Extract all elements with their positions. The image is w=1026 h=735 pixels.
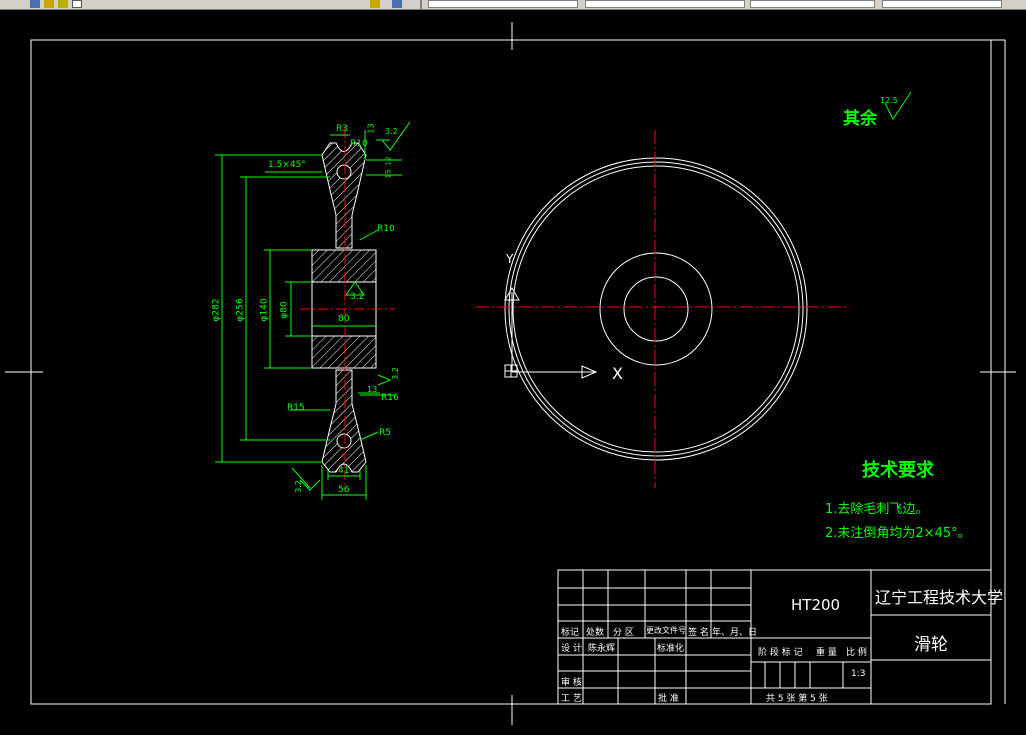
- dim-15: 15: [384, 169, 393, 179]
- process-label: 工 艺: [561, 694, 582, 704]
- dimension-lines: [215, 91, 912, 500]
- review-label: 审 核: [561, 678, 582, 688]
- dim-r10-top: R10: [350, 139, 368, 149]
- dim-13-bottom: 13: [367, 385, 378, 394]
- roughness-note: 其余: [843, 109, 877, 129]
- dim-dia80: φ80: [279, 301, 290, 319]
- standardize-label: 标准化: [657, 644, 685, 654]
- dim-r16: R16: [381, 393, 399, 403]
- dim-r10-mid: R10: [377, 224, 395, 234]
- dim-dia282: φ282: [211, 298, 222, 322]
- toolbar-separator: [420, 0, 422, 9]
- scale-value: 1:3: [851, 669, 866, 679]
- dim-dia256: φ256: [235, 298, 246, 322]
- material-label: HT200: [791, 596, 841, 614]
- color-dropdown[interactable]: [428, 0, 578, 8]
- roughness-right-value: 3.2: [390, 367, 400, 380]
- dim-width80: 80: [338, 314, 350, 324]
- dim-chamfer: 1.5×45°: [268, 160, 306, 170]
- header-zone: 分 区: [613, 628, 634, 638]
- stage-label: 阶 段 标 记: [758, 648, 803, 658]
- dim-width41: 41: [338, 466, 350, 476]
- linetype-dropdown[interactable]: [585, 0, 745, 8]
- front-view: [504, 157, 808, 461]
- section-view: [311, 142, 377, 473]
- design-label: 设 计: [561, 644, 582, 654]
- dim-dia140: φ140: [259, 298, 270, 322]
- ucs-x-label: X: [612, 364, 623, 383]
- approve-label: 批 准: [658, 694, 679, 704]
- part-name: 滑轮: [914, 635, 948, 655]
- layer-settings-icon[interactable]: [370, 0, 380, 8]
- dim-r15: R15: [287, 403, 305, 413]
- lock-icon[interactable]: [58, 0, 68, 8]
- title-block-lines: [557, 569, 992, 705]
- layer-icon[interactable]: [30, 0, 40, 8]
- dim-width56: 56: [338, 485, 350, 495]
- tech-requirement-2: 2.未注倒角均为2×45°。: [825, 526, 971, 541]
- header-mark: 标记: [561, 628, 580, 638]
- school-name: 辽宁工程技术大学: [875, 588, 1004, 607]
- tech-requirements-title: 技术要求: [862, 460, 934, 481]
- weight-label: 重 量: [816, 648, 837, 658]
- dim-12: 12: [384, 156, 393, 166]
- toolbar: [0, 0, 1026, 10]
- header-sign: 签 名: [688, 628, 709, 638]
- header-change-doc: 更改文件号: [646, 626, 686, 635]
- header-date: 年、月、日: [712, 628, 758, 638]
- ucs-y-label: Y: [506, 252, 514, 266]
- header-count: 处数: [586, 628, 605, 638]
- designer-name: 陈永辉: [588, 644, 616, 654]
- dim-13-top: 13: [366, 123, 376, 134]
- dim-r3: R3: [336, 124, 348, 134]
- roughness-left-value: 3.2: [293, 480, 303, 493]
- sun-icon[interactable]: [44, 0, 54, 8]
- tech-requirement-1: 1.去除毛刺飞边。: [825, 502, 929, 517]
- lineweight-dropdown[interactable]: [750, 0, 875, 8]
- color-icon[interactable]: [72, 0, 82, 8]
- roughness-mid-value: 3.2: [350, 292, 365, 302]
- roughness-note-value: 12.5: [880, 96, 898, 105]
- sheet-info: 共 5 张 第 5 张: [766, 694, 828, 704]
- roughness-top-value: 3.2: [385, 127, 398, 136]
- dim-r5: R5: [379, 428, 391, 438]
- plot-style-dropdown[interactable]: [882, 0, 1002, 8]
- ucs-icon: [504, 287, 598, 379]
- scale-label: 比 例: [846, 648, 867, 658]
- layer-previous-icon[interactable]: [392, 0, 402, 8]
